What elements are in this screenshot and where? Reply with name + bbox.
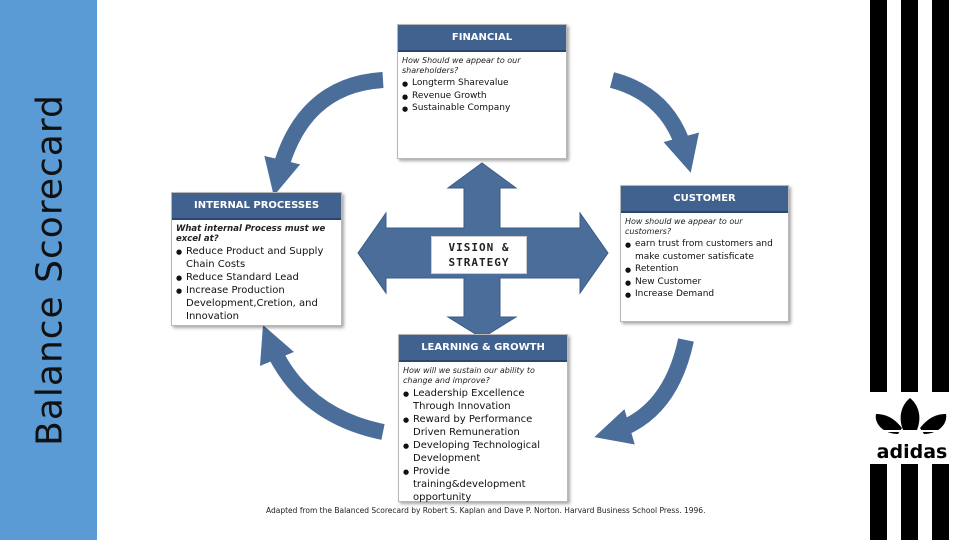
trefoil-icon: adidas — [870, 392, 954, 464]
list-item: Increase Production Development,Cretion,… — [176, 284, 337, 323]
internal-processes-box: INTERNAL PROCESSES What internal Process… — [171, 192, 342, 326]
list-item: Increase Demand — [625, 288, 784, 301]
list-item: Longterm Sharevalue — [402, 77, 562, 90]
financial-question: How Should we appear to our shareholders… — [402, 56, 521, 75]
list-item: Reduce Product and Supply Chain Costs — [176, 245, 337, 271]
list-item: Provide training&development opportunity — [403, 465, 563, 504]
adidas-logo: adidas — [870, 392, 954, 464]
list-item: earn trust from customers and make custo… — [625, 238, 784, 263]
learning-question: How will we sustain our ability to chang… — [403, 366, 535, 385]
list-item: Sustainable Company — [402, 102, 562, 115]
curved-arrow-top-left — [264, 72, 384, 196]
list-item: New Customer — [625, 276, 784, 288]
curved-arrow-top-right — [609, 72, 700, 173]
financial-title: FINANCIAL — [398, 25, 566, 52]
learning-title: LEARNING & GROWTH — [399, 335, 567, 362]
list-item: Retention — [625, 263, 784, 276]
customer-box: CUSTOMER How should we appear to our cus… — [620, 185, 789, 322]
internal-title: INTERNAL PROCESSES — [172, 193, 341, 220]
vision-strategy-label: VISION & STRATEGY — [431, 236, 527, 274]
curved-arrow-bottom-right — [594, 338, 694, 445]
list-item: Developing Technological Development — [403, 439, 563, 465]
financial-box: FINANCIAL How Should we appear to our sh… — [397, 24, 567, 159]
source-citation: Adapted from the Balanced Scorecard by R… — [266, 506, 706, 515]
customer-question: How should we appear to our customers? — [625, 217, 743, 236]
list-item: Reward by Performance Driven Remuneratio… — [403, 413, 563, 439]
list-item: Reduce Standard Lead — [176, 271, 337, 285]
strategy-line: STRATEGY — [448, 256, 510, 269]
internal-question: What internal Process must we excel at? — [176, 224, 326, 244]
list-item: Revenue Growth — [402, 90, 562, 102]
curved-arrow-bottom-left — [259, 324, 385, 440]
logo-text: adidas — [877, 441, 948, 463]
side-bar — [0, 0, 97, 540]
list-item: Leadership Excellence Through Innovation — [403, 387, 563, 413]
learning-growth-box: LEARNING & GROWTH How will we sustain ou… — [398, 334, 568, 504]
customer-title: CUSTOMER — [621, 186, 788, 213]
vision-line: VISION & — [448, 241, 510, 254]
